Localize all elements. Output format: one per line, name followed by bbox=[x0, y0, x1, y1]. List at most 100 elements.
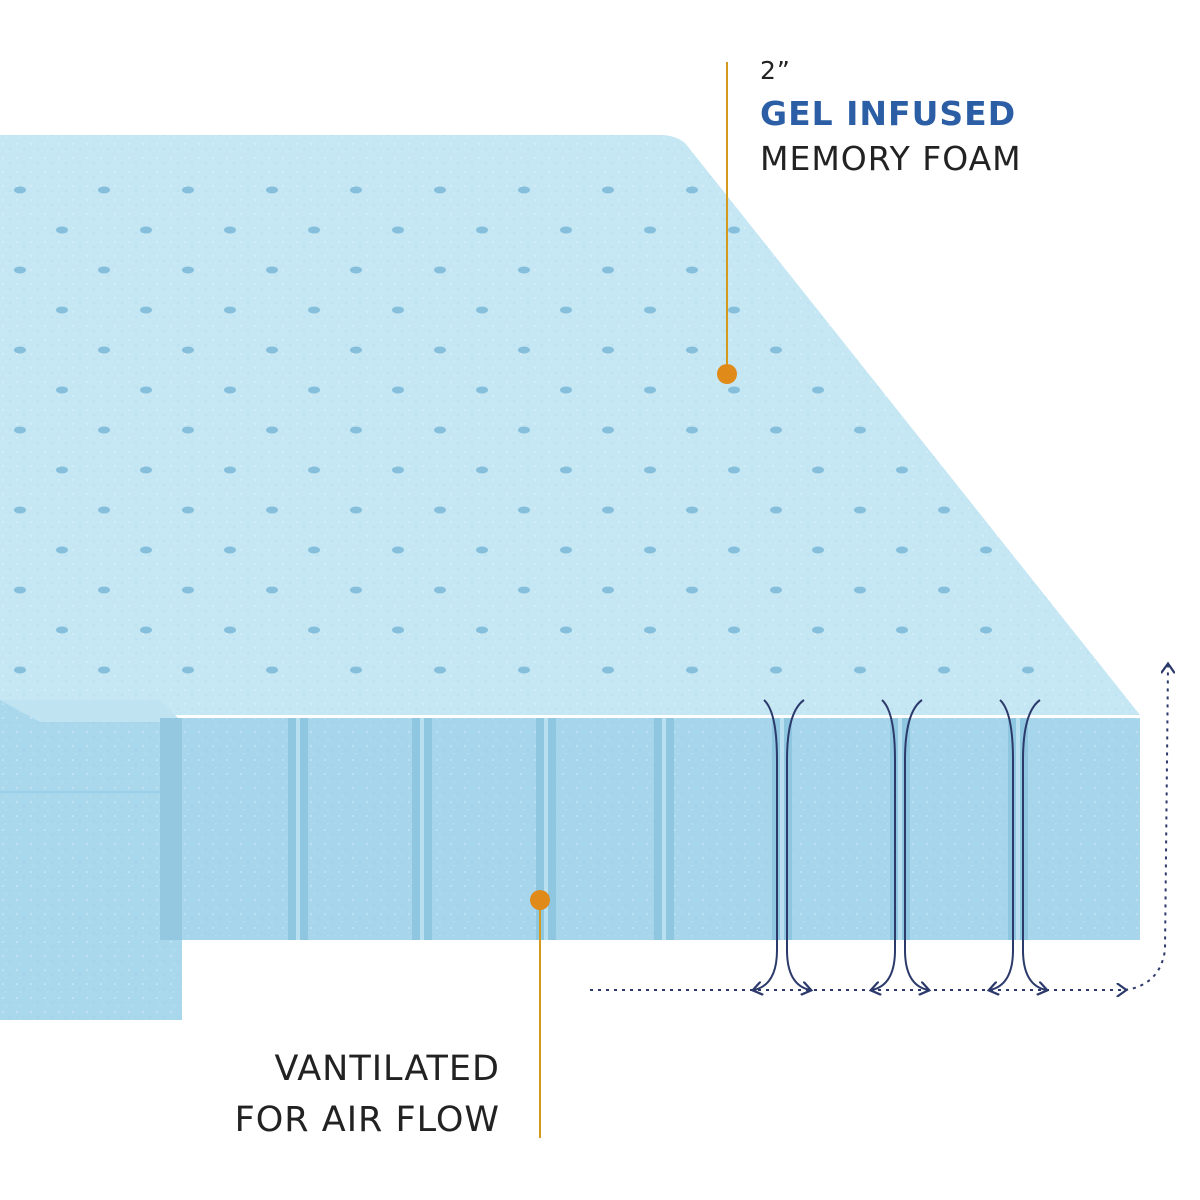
callout-top: 2” GEL INFUSED MEMORY FOAM bbox=[760, 58, 1022, 175]
perforation-hole bbox=[644, 466, 656, 474]
perforation-hole bbox=[896, 466, 908, 474]
perforation-hole bbox=[98, 426, 110, 434]
airflow-curve-right bbox=[904, 699, 928, 990]
perforation-hole bbox=[434, 266, 446, 274]
perforation-hole bbox=[560, 626, 572, 634]
foam-thickness: 2” bbox=[760, 56, 791, 85]
perforation-hole bbox=[350, 506, 362, 514]
callout-bottom-line2: FOR AIR FLOW bbox=[234, 1100, 500, 1140]
perforation-hole bbox=[56, 546, 68, 554]
perforation-hole bbox=[560, 226, 572, 234]
perforation-hole bbox=[602, 666, 614, 674]
perforation-hole bbox=[14, 266, 26, 274]
perforation-hole bbox=[140, 466, 152, 474]
perforation-hole bbox=[266, 506, 278, 514]
perforation-hole bbox=[182, 506, 194, 514]
perforation-hole bbox=[770, 426, 782, 434]
perforation-hole bbox=[770, 666, 782, 674]
perforation-hole bbox=[854, 506, 866, 514]
perforation-hole bbox=[938, 506, 950, 514]
callout-top-highlight: GEL INFUSED bbox=[760, 94, 1017, 133]
perforation-hole bbox=[644, 626, 656, 634]
perforation-hole bbox=[224, 466, 236, 474]
perforation-hole bbox=[476, 226, 488, 234]
perforation-hole bbox=[812, 546, 824, 554]
perforation-hole bbox=[728, 626, 740, 634]
perforation-hole bbox=[728, 546, 740, 554]
foam-top-surface bbox=[0, 135, 1140, 715]
perforation-hole bbox=[434, 586, 446, 594]
perforation-hole bbox=[98, 346, 110, 354]
perforation-hole bbox=[266, 266, 278, 274]
perforation-hole bbox=[602, 506, 614, 514]
perforation-hole bbox=[182, 426, 194, 434]
perforation-hole bbox=[140, 386, 152, 394]
perforation-hole bbox=[266, 426, 278, 434]
perforation-hole bbox=[560, 386, 572, 394]
perforation-hole bbox=[14, 586, 26, 594]
perforation-hole bbox=[56, 306, 68, 314]
airflow-curve-left bbox=[872, 699, 896, 990]
perforation-hole bbox=[770, 346, 782, 354]
perforation-hole bbox=[644, 386, 656, 394]
perforation-hole bbox=[308, 626, 320, 634]
perforation-hole bbox=[434, 426, 446, 434]
perforation-hole bbox=[686, 186, 698, 194]
perforation-hole bbox=[392, 466, 404, 474]
perforation-hole bbox=[602, 586, 614, 594]
perforation-hole bbox=[182, 666, 194, 674]
perforation-hole bbox=[350, 426, 362, 434]
perforation-hole bbox=[980, 546, 992, 554]
perforation-hole bbox=[518, 346, 530, 354]
perforation-hole bbox=[56, 226, 68, 234]
perforation-hole bbox=[980, 626, 992, 634]
perforation-hole bbox=[602, 426, 614, 434]
perforation-hole bbox=[98, 506, 110, 514]
dot-marker-icon bbox=[717, 364, 737, 384]
perforation-hole bbox=[728, 226, 740, 234]
dot-marker-icon bbox=[530, 890, 550, 910]
perforation-hole bbox=[518, 186, 530, 194]
perforation-hole bbox=[686, 666, 698, 674]
perforation-hole bbox=[392, 226, 404, 234]
perforation-hole bbox=[350, 266, 362, 274]
perforation-hole bbox=[602, 346, 614, 354]
perforation-hole bbox=[56, 466, 68, 474]
perforation-holes bbox=[14, 186, 1034, 674]
perforation-hole bbox=[434, 186, 446, 194]
perforation-hole bbox=[812, 626, 824, 634]
perforation-hole bbox=[434, 346, 446, 354]
perforation-hole bbox=[476, 386, 488, 394]
airflow-curve-left bbox=[990, 699, 1014, 990]
airflow-curve-left bbox=[754, 699, 778, 990]
foam-left-block bbox=[0, 700, 182, 1020]
perforation-hole bbox=[392, 626, 404, 634]
perforation-hole bbox=[308, 386, 320, 394]
callout-top-leader bbox=[717, 62, 737, 384]
perforation-hole bbox=[728, 306, 740, 314]
perforation-hole bbox=[686, 346, 698, 354]
perforation-hole bbox=[140, 626, 152, 634]
perforation-hole bbox=[518, 426, 530, 434]
perforation-hole bbox=[476, 306, 488, 314]
perforation-hole bbox=[938, 586, 950, 594]
perforation-hole bbox=[854, 586, 866, 594]
perforation-hole bbox=[560, 306, 572, 314]
callout-bottom-leader bbox=[530, 890, 550, 1138]
perforation-hole bbox=[518, 586, 530, 594]
perforation-hole bbox=[224, 226, 236, 234]
airflow-arrows-icon bbox=[590, 665, 1168, 990]
perforation-hole bbox=[938, 666, 950, 674]
perforation-hole bbox=[728, 386, 740, 394]
perforation-hole bbox=[140, 546, 152, 554]
perforation-hole bbox=[518, 506, 530, 514]
perforation-hole bbox=[56, 626, 68, 634]
perforation-hole bbox=[854, 426, 866, 434]
perforation-hole bbox=[224, 626, 236, 634]
perforation-hole bbox=[140, 306, 152, 314]
perforation-hole bbox=[896, 546, 908, 554]
perforation-hole bbox=[224, 306, 236, 314]
perforation-hole bbox=[308, 226, 320, 234]
